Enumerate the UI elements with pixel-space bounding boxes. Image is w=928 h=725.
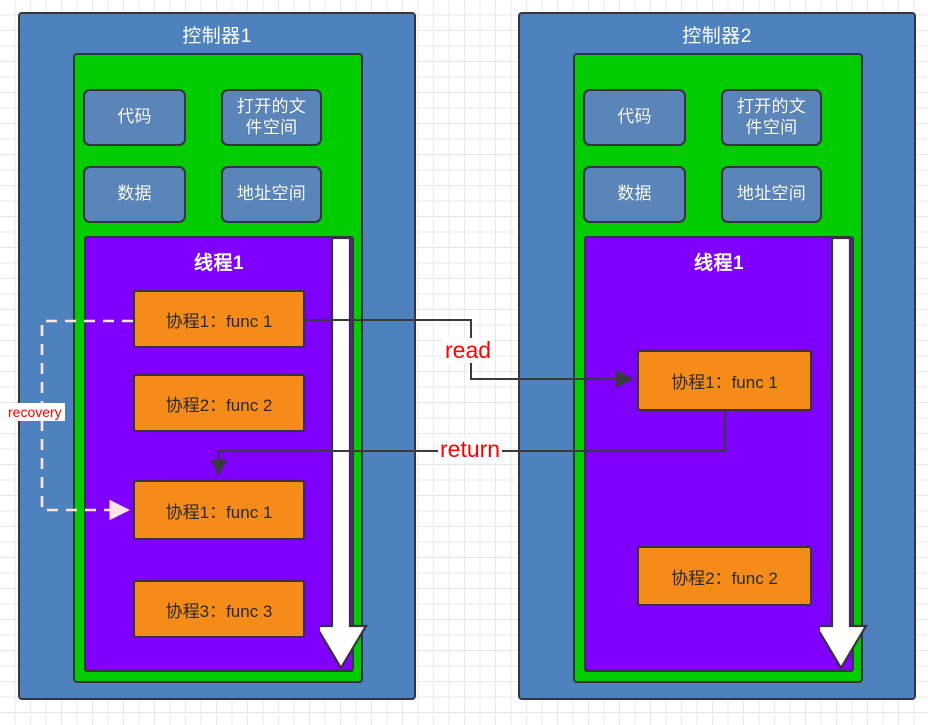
controller-2-title: 控制器2 [682,26,752,47]
edge-return-label: return [438,436,503,462]
controller-1-coroutine-2[interactable]: 协程2：func 2 [133,374,305,432]
edge-read-label: read [443,337,494,363]
segment-label-open-files: 打开的文 件空间 [236,97,307,137]
controller-1-segment-open-files[interactable]: 打开的文 件空间 [221,89,322,146]
controller-2-coroutine-2[interactable]: 协程2：func 2 [637,546,812,606]
segment-label-open-files: 打开的文 件空间 [736,97,807,137]
controller-2-coroutine-1[interactable]: 协程1：func 1 [637,350,812,411]
edge-recovery-label: recovery [5,403,65,421]
controller-2-segment-address[interactable]: 地址空间 [721,166,822,223]
controller-2-thread-timeline-arrow [820,236,868,671]
controller-1-thread-title: 线程1 [193,253,245,274]
controller-2-segment-code[interactable]: 代码 [583,89,686,146]
controller-2-thread-title: 线程1 [693,253,745,274]
controller-2-thread-container [584,236,854,672]
controller-1-coroutine-3[interactable]: 协程1：func 1 [133,480,305,540]
controller-1-segment-address[interactable]: 地址空间 [221,166,322,223]
controller-1-coroutine-4[interactable]: 协程3：func 3 [133,580,305,638]
controller-1-coroutine-1[interactable]: 协程1：func 1 [133,290,305,348]
controller-1-title: 控制器1 [182,26,252,47]
controller-1-thread-timeline-arrow [320,236,368,671]
controller-2-segment-open-files[interactable]: 打开的文 件空间 [721,89,822,146]
controller-1-segment-code[interactable]: 代码 [83,89,186,146]
controller-1-segment-data[interactable]: 数据 [83,166,186,223]
controller-2-segment-data[interactable]: 数据 [583,166,686,223]
